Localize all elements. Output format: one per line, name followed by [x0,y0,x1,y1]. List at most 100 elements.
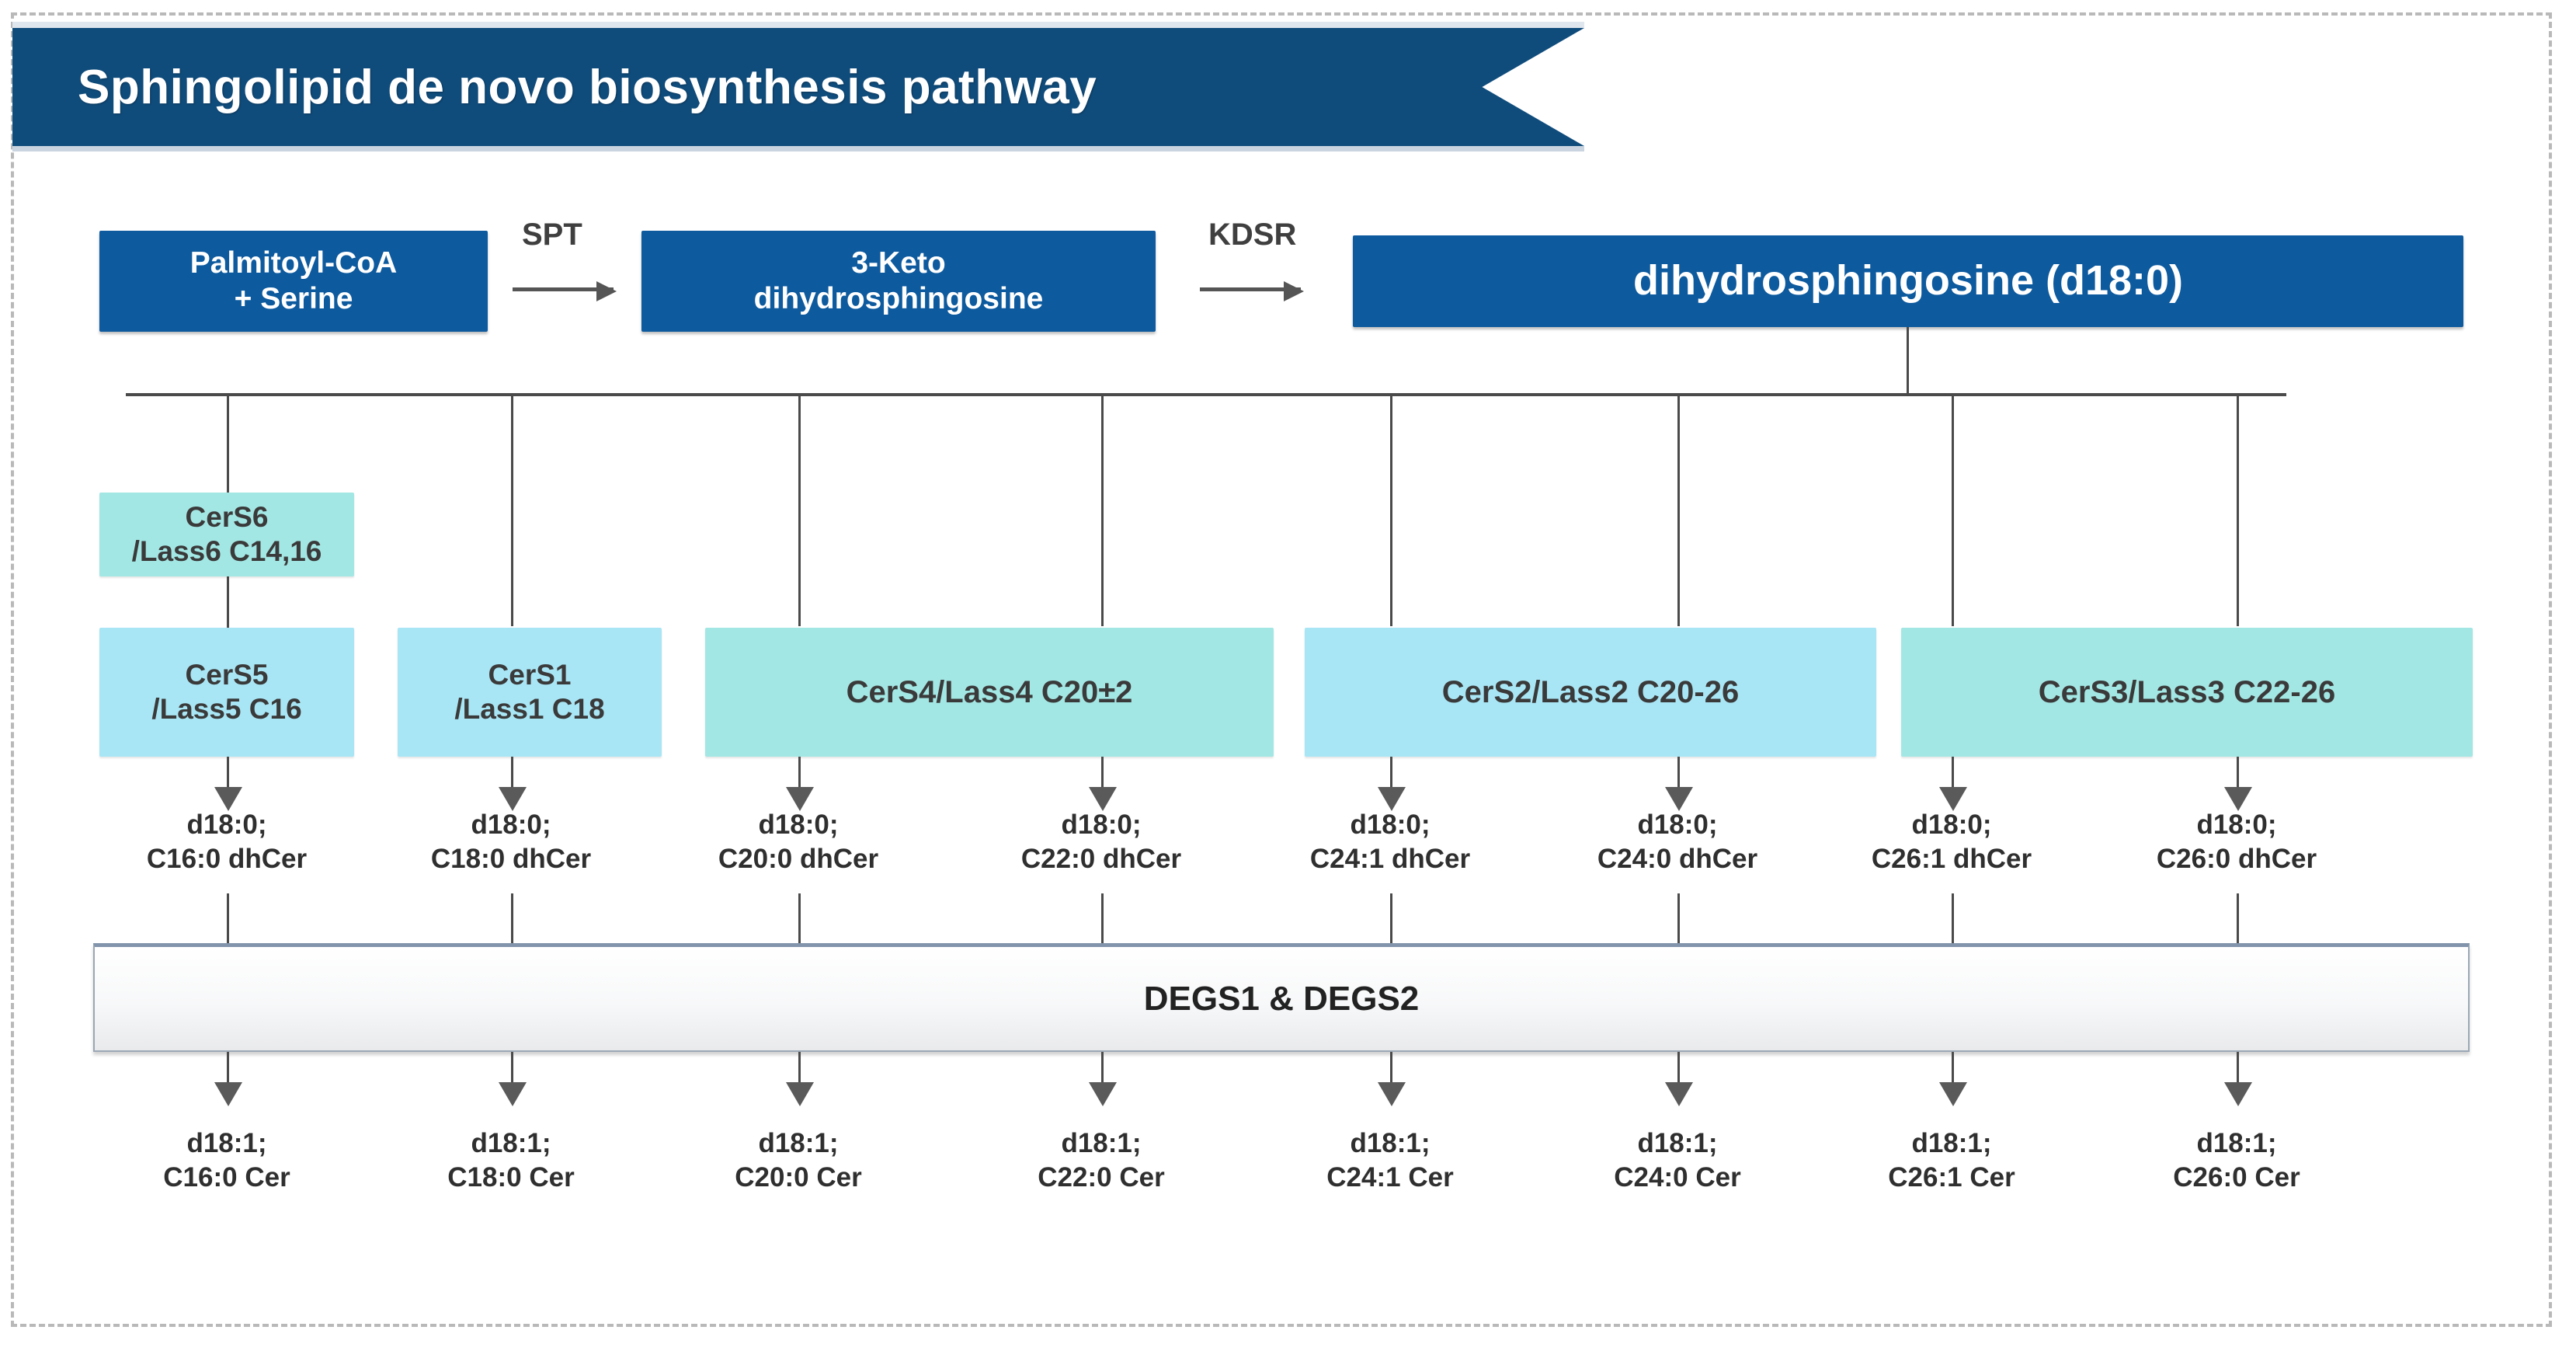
cer-4-line1: d18:1; [1061,1128,1142,1158]
cer-8-line2: C26:0 Cer [2173,1162,2300,1193]
cer-arrow-6 [1665,1052,1693,1106]
cer-6-line2: C24:0 Cer [1614,1162,1741,1193]
tree-drop-1 [227,393,229,493]
tree-stem [1907,327,1909,395]
cer-2-line2: C18:0 Cer [447,1162,575,1193]
cer-3-line1: d18:1; [758,1128,839,1158]
cer-label-8: d18:1; C26:0 Cer [2081,1126,2392,1195]
cer-label-1: d18:1; C16:0 Cer [71,1126,382,1195]
tree-drop-6 [1677,393,1680,626]
cer-4-line2: C22:0 Cer [1038,1162,1165,1193]
cer-5-line1: d18:1; [1350,1128,1431,1158]
cers6-line2: /Lass6 C14,16 [131,535,322,567]
degs-in-4 [1101,893,1104,943]
cer-1-line1: d18:1; [186,1128,267,1158]
cers-box-cers2: CerS2/Lass2 C20-26 [1305,628,1876,757]
cer-5-line2: C24:1 Cer [1326,1162,1454,1193]
substrate-line1: Palmitoyl-CoA [189,245,398,280]
cers-box-cers4: CerS4/Lass4 C20±2 [705,628,1274,757]
cer-arrow-4 [1089,1052,1117,1106]
cer-7-line2: C26:1 Cer [1888,1162,2015,1193]
dhcer-6-line1: d18:0; [1637,810,1718,840]
banner-top-edge [12,22,1584,28]
cer-label-6: d18:1; C24:0 Cer [1522,1126,1833,1195]
enzyme-label-kdsr: KDSR [1208,218,1297,252]
product-label: dihydrosphingosine (d18:0) [1632,257,2184,305]
dhcer-2-line2: C18:0 dhCer [430,844,592,875]
dhcer-1-line2: C16:0 dhCer [146,844,308,875]
cer-arrow-8 [2224,1052,2252,1106]
tree-bus [126,393,2286,396]
dhcer-arrow-5 [1378,757,1406,811]
dhcer-label-2: d18:0; C18:0 dhCer [356,808,666,876]
cers4-label: CerS4/Lass4 C20±2 [846,675,1133,709]
cer-7-line1: d18:1; [1911,1128,1992,1158]
cer-8-line1: d18:1; [2196,1128,2277,1158]
cer-label-7: d18:1; C26:1 Cer [1796,1126,2107,1195]
dhcer-arrow-4 [1089,757,1117,811]
dhcer-5-line2: C24:1 dhCer [1309,844,1471,875]
tree-drop-4 [1101,393,1104,626]
cer-arrow-5 [1378,1052,1406,1106]
cer-label-2: d18:1; C18:0 Cer [356,1126,666,1195]
tree-drop-2 [511,393,513,626]
dhcer-label-4: d18:0; C22:0 dhCer [946,808,1257,876]
tree-link-cers6-cers5 [227,575,229,629]
cer-arrow-2 [499,1052,527,1106]
cers3-label: CerS3/Lass3 C22-26 [2038,675,2336,709]
degs-in-3 [798,893,801,943]
tree-drop-7 [1952,393,1954,626]
dhcer-6-line2: C24:0 dhCer [1597,844,1758,875]
cer-label-3: d18:1; C20:0 Cer [643,1126,954,1195]
dhcer-label-1: d18:0; C16:0 dhCer [71,808,382,876]
arrow-kdsr [1200,281,1304,301]
cers5-line2: /Lass5 C16 [151,693,302,725]
cer-arrow-7 [1939,1052,1967,1106]
enzyme-label-spt: SPT [522,218,582,252]
cer-2-line1: d18:1; [471,1128,551,1158]
dhcer-label-3: d18:0; C20:0 dhCer [643,808,954,876]
dhcer-label-6: d18:0; C24:0 dhCer [1522,808,1833,876]
cers-box-cers6: CerS6 /Lass6 C14,16 [99,493,354,576]
intermediate-line1: 3-Keto [851,245,946,280]
cers1-line2: /Lass1 C18 [454,693,605,725]
dhcer-4-line2: C22:0 dhCer [1020,844,1182,875]
tree-drop-3 [798,393,801,626]
dhcer-5-line1: d18:0; [1350,810,1431,840]
dhcer-label-8: d18:0; C26:0 dhCer [2081,808,2392,876]
cer-label-4: d18:1; C22:0 Cer [946,1126,1257,1195]
dhcer-label-7: d18:0; C26:1 dhCer [1796,808,2107,876]
cer-label-5: d18:1; C24:1 Cer [1235,1126,1545,1195]
arrow-spt [513,281,617,301]
tree-drop-8 [2237,393,2239,626]
dhcer-1-line1: d18:0; [186,810,267,840]
cer-1-line2: C16:0 Cer [163,1162,290,1193]
dhcer-8-line2: C26:0 dhCer [2156,844,2317,875]
dhcer-arrow-6 [1665,757,1693,811]
dhcer-label-5: d18:0; C24:1 dhCer [1235,808,1545,876]
dhcer-arrow-7 [1939,757,1967,811]
cers5-line1: CerS5 [185,658,269,691]
cers2-label: CerS2/Lass2 C20-26 [1441,675,1740,709]
product-box: dihydrosphingosine (d18:0) [1353,235,2463,327]
substrate-box: Palmitoyl-CoA + Serine [99,231,488,332]
cers1-line1: CerS1 [488,658,572,691]
page-title: Sphingolipid de novo biosynthesis pathwa… [78,60,1097,114]
dhcer-8-line1: d18:0; [2196,810,2277,840]
dhcer-arrow-2 [499,757,527,811]
dhcer-7-line1: d18:0; [1911,810,1992,840]
desaturase-label: DEGS1 & DEGS2 [1143,979,1420,1018]
degs-in-8 [2237,893,2239,943]
dhcer-arrow-8 [2224,757,2252,811]
cers-box-cers3: CerS3/Lass3 C22-26 [1901,628,2473,757]
title-banner [12,28,1584,146]
dhcer-4-line1: d18:0; [1061,810,1142,840]
desaturase-bar: DEGS1 & DEGS2 [93,943,2470,1052]
cer-arrow-3 [786,1052,814,1106]
degs-in-6 [1677,893,1680,943]
dhcer-7-line2: C26:1 dhCer [1871,844,2032,875]
substrate-line2: + Serine [234,282,353,315]
cers-box-cers1: CerS1 /Lass1 C18 [398,628,662,757]
dhcer-arrow-3 [786,757,814,811]
